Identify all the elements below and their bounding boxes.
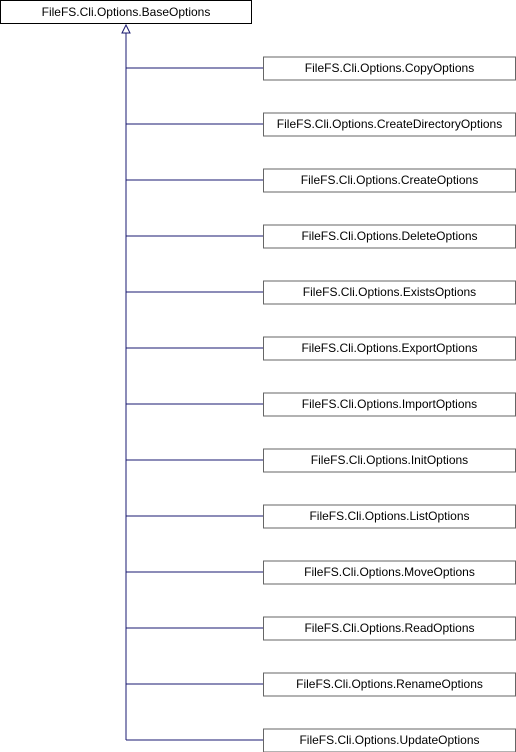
derived-class-label: FileFS.Cli.Options.DeleteOptions [301, 229, 477, 243]
derived-class-node[interactable]: FileFS.Cli.Options.UpdateOptions [263, 728, 516, 752]
derived-class-node[interactable]: FileFS.Cli.Options.DeleteOptions [263, 224, 516, 249]
derived-class-node[interactable]: FileFS.Cli.Options.CopyOptions [263, 56, 516, 81]
base-class-label: FileFS.Cli.Options.BaseOptions [42, 5, 211, 19]
derived-class-node[interactable]: FileFS.Cli.Options.ListOptions [263, 504, 516, 529]
derived-class-label: FileFS.Cli.Options.ReadOptions [304, 621, 474, 635]
inheritance-arrowhead [121, 23, 131, 34]
derived-class-node[interactable]: FileFS.Cli.Options.CreateDirectoryOption… [263, 112, 516, 137]
derived-class-label: FileFS.Cli.Options.CreateOptions [301, 173, 478, 187]
derived-class-node[interactable]: FileFS.Cli.Options.ImportOptions [263, 392, 516, 417]
derived-class-label: FileFS.Cli.Options.InitOptions [311, 453, 468, 467]
derived-class-label: FileFS.Cli.Options.RenameOptions [296, 677, 483, 691]
derived-class-label: FileFS.Cli.Options.CreateDirectoryOption… [277, 117, 502, 131]
derived-class-nodes: FileFS.Cli.Options.CopyOptionsFileFS.Cli… [263, 56, 516, 752]
derived-class-label: FileFS.Cli.Options.MoveOptions [304, 565, 475, 579]
base-class-box [0, 0, 252, 24]
derived-class-label: FileFS.Cli.Options.CopyOptions [305, 61, 474, 75]
derived-class-label: FileFS.Cli.Options.ListOptions [309, 509, 469, 523]
derived-class-node[interactable]: FileFS.Cli.Options.RenameOptions [263, 672, 516, 697]
derived-class-node[interactable]: FileFS.Cli.Options.InitOptions [263, 448, 516, 473]
inheritance-edges [121, 23, 264, 741]
base-class-node[interactable]: FileFS.Cli.Options.BaseOptions [0, 0, 252, 24]
derived-class-node[interactable]: FileFS.Cli.Options.ExistsOptions [263, 280, 516, 305]
derived-class-node[interactable]: FileFS.Cli.Options.ReadOptions [263, 616, 516, 641]
derived-class-label: FileFS.Cli.Options.ExistsOptions [303, 285, 476, 299]
derived-class-label: FileFS.Cli.Options.ExportOptions [301, 341, 477, 355]
derived-class-node[interactable]: FileFS.Cli.Options.ExportOptions [263, 336, 516, 361]
derived-class-label: FileFS.Cli.Options.UpdateOptions [299, 733, 479, 747]
derived-class-node[interactable]: FileFS.Cli.Options.MoveOptions [263, 560, 516, 585]
derived-class-label: FileFS.Cli.Options.ImportOptions [302, 397, 477, 411]
derived-class-node[interactable]: FileFS.Cli.Options.CreateOptions [263, 168, 516, 193]
